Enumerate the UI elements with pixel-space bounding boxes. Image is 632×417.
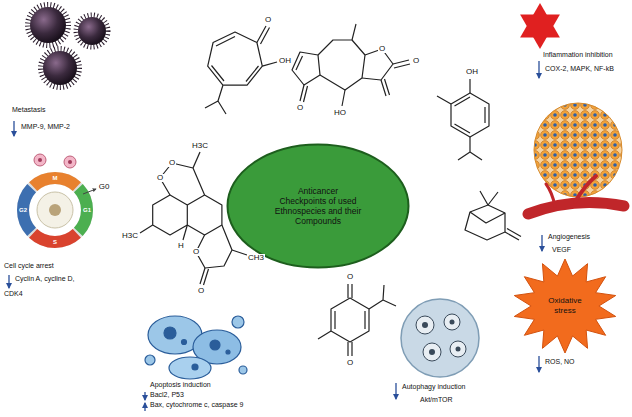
cell-cycle-wheel [10, 154, 100, 255]
marker-label: Bacl2, P53 [150, 391, 184, 399]
marker-label: ROS, NO [545, 358, 575, 366]
caption-label: Angiogenesis [548, 233, 590, 241]
marker-label: VEGF [552, 246, 571, 254]
marker-label: Bax, cytochrome c, caspase 9 [150, 401, 243, 409]
autophagy-cell [401, 299, 479, 377]
atom-label: O [156, 174, 164, 182]
phase-label: M [52, 175, 59, 181]
text-holder: Anticancer Checkpoints of used Ethnospec… [226, 143, 410, 269]
atom-label: O [192, 248, 200, 256]
apoptosis-illustration [145, 316, 247, 379]
atom-label: OH [465, 68, 479, 76]
down-arrow [144, 392, 145, 400]
caption-label: Autophagy induction [402, 383, 465, 391]
down-arrow [395, 383, 396, 399]
node-text: Oxidative stress [538, 296, 592, 315]
metastasis-cells [28, 5, 108, 87]
atom-label: O [346, 273, 354, 281]
atom-label: O [346, 359, 354, 367]
down-arrow [8, 275, 9, 288]
marker-label: Akt/mTOR [420, 396, 453, 404]
atom-label: CH3 [247, 254, 265, 262]
caption-label: Cell cycle arrest [4, 262, 54, 270]
up-arrow [144, 403, 145, 411]
atom-label: O [264, 16, 272, 24]
burst-star: Oxidative stress [512, 258, 618, 354]
atom-label: OH [278, 57, 292, 65]
down-arrow [541, 235, 542, 251]
text-holder: Oxidative stress [512, 258, 618, 354]
caption-label: Apoptosis induction [150, 381, 211, 389]
down-arrow [538, 61, 539, 78]
atom-label: H [177, 242, 185, 250]
inflammation-star [520, 3, 560, 49]
atom-label: HO [333, 109, 347, 117]
node-text: Anticancer Checkpoints of used Ethnospec… [274, 186, 362, 227]
chemical-structures [140, 24, 521, 356]
atom-label: H3C [121, 232, 139, 240]
marker-label: MMP-9, MMP-2 [21, 123, 70, 131]
phase-label: G0 [98, 183, 111, 191]
marker-label: Cyclin A, cycline D, [15, 275, 75, 283]
angiogenesis-illustration [528, 103, 624, 214]
phase-label: G1 [82, 207, 92, 213]
down-arrow [538, 356, 539, 372]
down-arrow [13, 121, 14, 136]
caption-label: Inflammation inhibition [543, 51, 613, 59]
atom-label: H3C [191, 142, 209, 150]
atom-label: O [296, 104, 304, 112]
caption-label: Metastasis [12, 106, 45, 114]
central-ellipse: Anticancer Checkpoints of used Ethnospec… [226, 143, 410, 269]
phase-label: G2 [18, 207, 28, 213]
atom-label: O [412, 57, 420, 65]
atom-label: O [168, 159, 176, 167]
marker-label: CDK4 [4, 290, 23, 298]
marker-label: COX-2, MAPK, NF-kB [545, 65, 614, 73]
burst-shape [514, 259, 615, 353]
atom-label: O [378, 45, 386, 53]
ellipse-shape [228, 145, 409, 268]
atom-label: O [197, 287, 205, 295]
phase-label: S [52, 239, 58, 245]
